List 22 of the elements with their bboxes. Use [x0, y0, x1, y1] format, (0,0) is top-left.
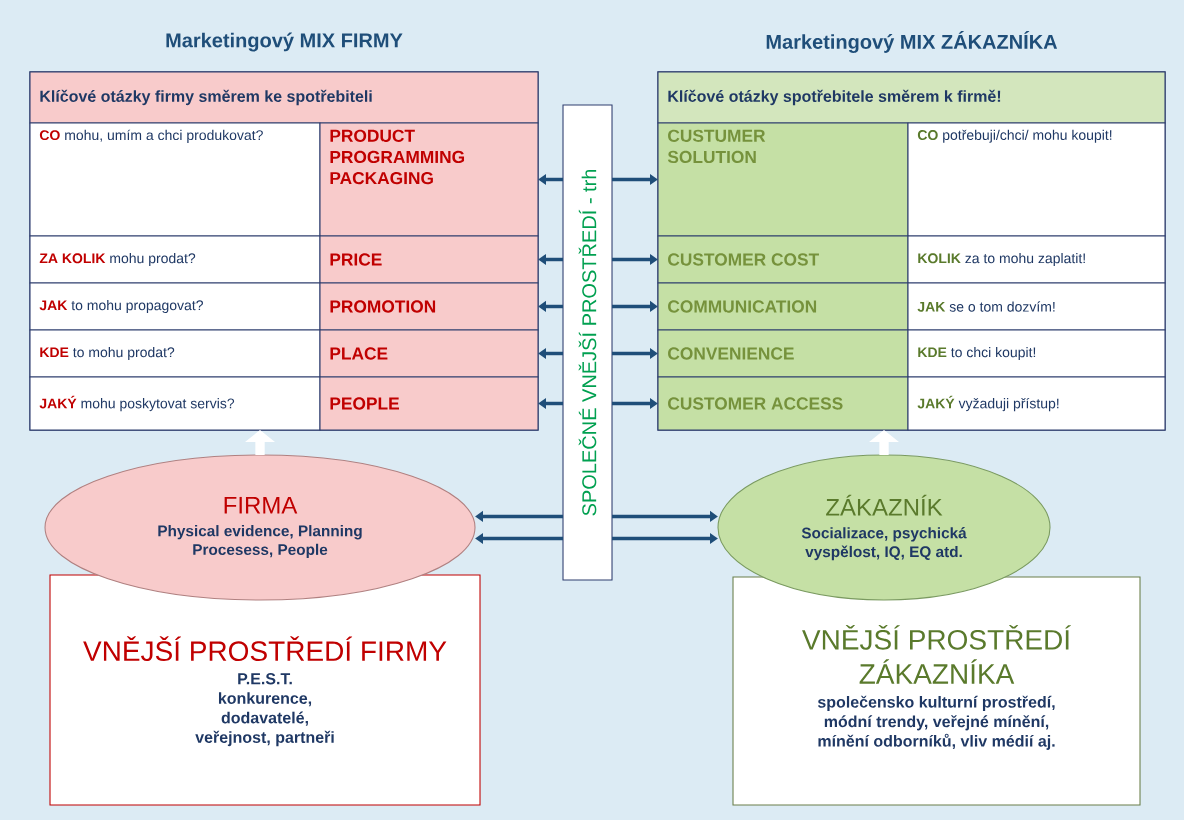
text-box: VNĚJŠÍ PROSTŘEDÍ ZÁKAZNÍKA společensko kulturní prostředí, módní trendy, veřejné mínění, mínění odborníků, vliv médií aj. — [732, 576, 1141, 806]
vertical-banner: SPOLEČNÉ VNĚJŠÍ PROSTŘEDÍ - trh — [562, 104, 613, 581]
table-cell: JAK to mohu propagovat? — [29, 282, 321, 331]
table-cell: ZA KOLIK mohu prodat? — [29, 235, 321, 284]
table-cell: CUSTOMER ACCESS — [657, 376, 909, 431]
table-cell: KDE to mohu prodat? — [29, 329, 321, 378]
text-box: VNĚJŠÍ PROSTŘEDÍ FIRMY P.E.S.T. konkurence, dodavatelé, veřejnost, partneři — [49, 574, 481, 806]
table-cell: PLACE — [319, 329, 539, 378]
table-header: Klíčové otázky firmy směrem ke spotřebiteli — [29, 71, 539, 124]
table-cell: CONVENIENCE — [657, 329, 909, 378]
table-cell: JAKÝ vyžaduji přístup! — [907, 376, 1166, 431]
table-cell: KOLIK za to mohu zaplatit! — [907, 235, 1166, 284]
table-cell: PROMOTION — [319, 282, 539, 331]
table-cell: COMMUNICATION — [657, 282, 909, 331]
table-cell: PRICE — [319, 235, 539, 284]
table-cell: PEOPLE — [319, 376, 539, 431]
table-cell: CUSTOMER COST — [657, 235, 909, 284]
table-cell: JAK se o tom dozvím! — [907, 282, 1166, 331]
table-header: Klíčové otázky spotřebitele směrem k firmě! — [657, 71, 1166, 124]
table-cell: KDE to chci koupit! — [907, 329, 1166, 378]
table-title: Marketingový MIX FIRMY — [166, 32, 403, 52]
table-title: Marketingový MIX ZÁKAZNÍKA — [766, 31, 1058, 53]
